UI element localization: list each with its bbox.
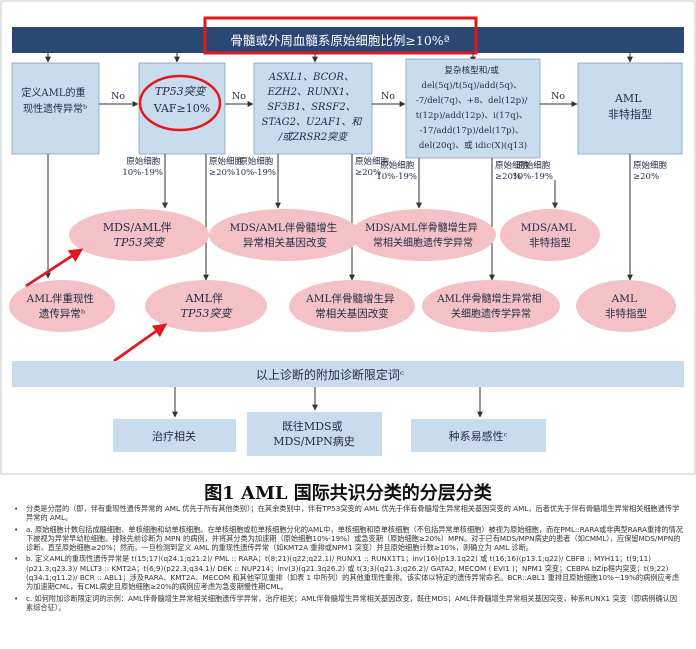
tp53-highlight xyxy=(138,74,222,132)
figure-title: 图1 AML 国际共识分类的分层分类 xyxy=(204,483,492,504)
no-label: No xyxy=(232,91,246,102)
box-aml-nos-text: AML 非特指型 xyxy=(608,92,652,121)
box-mr-genes-text: ASXL1、BCOR、 EZH2、RUNX1、 SF3B1、SRSF2、 STA… xyxy=(261,72,364,143)
top-banner-text: 骨髓或外周血髓系原始细胞比例≥10%ª xyxy=(230,33,449,48)
qualifier-therapy-related-text: 治疗相关 xyxy=(152,429,196,443)
qualifier-prior-mds xyxy=(247,412,382,456)
oval-aml-recurrent xyxy=(9,280,115,332)
oval-mds-aml-mr-cyto-text: MDS/AML伴骨髓增生异 常相关细胞遗传学异常 xyxy=(365,221,481,249)
oval-mds-aml-nos xyxy=(500,209,600,261)
branch-label: 原始细胞 10%-19% xyxy=(512,160,553,182)
box-recurrent-genetic-text: 定义AML的重 现性遗传异常ᵇ xyxy=(21,86,88,115)
classification-diagram: 骨髓或外周血髓系原始细胞比例≥10%ª 定义AML的重 现性遗传异常ᵇ TP53… xyxy=(0,0,696,475)
footnote: c. 如何附加诊断限定词的示例：AML伴骨髓增生异常相关细胞遗传学异常，治疗相关… xyxy=(12,594,684,613)
oval-aml-mr-genes xyxy=(289,280,415,332)
no-label: No xyxy=(111,91,125,102)
oval-mds-aml-mr-cyto xyxy=(350,209,496,261)
oval-aml-mr-cyto xyxy=(422,280,560,332)
qualifier-banner-text: 以上诊断的附加诊断限定词ᶜ xyxy=(256,367,404,382)
branch-label: 原始细胞 ≥20% xyxy=(633,160,670,182)
footnote: b. 定义AML的重现性遗传异常是 t(15;17)(q24.1;q21.2)/… xyxy=(12,554,684,591)
oval-aml-mr-genes-text: AML伴骨髓增生异 常相关基因改变 xyxy=(305,292,398,320)
box-tp53 xyxy=(138,62,226,155)
oval-mds-aml-mr-genes-text: MDS/AML伴骨髓增生 异常相关基因改变 xyxy=(229,221,340,249)
oval-aml-tp53-text: AML伴 TP53突变 xyxy=(181,292,234,320)
oval-aml-recurrent-text: AML伴重现性 遗传异常ᵇ xyxy=(26,292,98,320)
oval-mds-aml-mr-genes xyxy=(209,209,361,261)
top-banner-highlight xyxy=(203,16,478,55)
oval-aml-tp53 xyxy=(145,280,267,332)
footnote: 分类是分层的（即，伴有重现性遗传异常的 AML 优先于所有其他类别）；在其余类别… xyxy=(12,504,684,523)
oval-mds-aml-tp53 xyxy=(69,209,209,261)
no-label: No xyxy=(381,91,395,102)
no-label: No xyxy=(551,91,565,102)
box-cytogenetic-text: 复杂核型和/或 del(5q)/t(5q)/add(5q)、 -7/del(7q… xyxy=(416,64,531,151)
branch-label: 原始细胞 ≥20% xyxy=(209,156,246,178)
oval-mds-aml-nos-text: MDS/AML 非特指型 xyxy=(521,222,580,249)
oval-mds-aml-tp53-text: MDS/AML伴 TP53突变 xyxy=(103,221,175,249)
qualifier-prior-mds-text: 既往MDS或 MDS/MPN病史 xyxy=(273,419,355,448)
branch-label: 原始细胞 10%-19% xyxy=(376,160,417,182)
oval-aml-mr-cyto-text: AML伴骨髓增生异常相 关细胞遗传学异常 xyxy=(436,292,544,320)
box-aml-nos xyxy=(577,62,683,155)
top-banner xyxy=(12,27,684,53)
box-recurrent-genetic xyxy=(11,62,100,155)
box-mr-genes xyxy=(253,62,373,155)
qualifier-banner xyxy=(12,361,684,387)
oval-aml-nos-text: AML 非特指型 xyxy=(605,293,647,320)
oval-aml-nos xyxy=(576,280,676,332)
branch-label: 原始细胞 10%-19% xyxy=(122,156,163,178)
box-cytogenetic xyxy=(405,58,541,159)
branch-label: 原始细胞 ≥20% xyxy=(355,156,392,178)
qualifier-germline-text: 种系易感性ᶜ xyxy=(449,429,508,443)
qualifier-germline xyxy=(411,419,546,452)
box-tp53-text: TP53突变 VAF≥10% xyxy=(153,85,210,115)
branch-label: 原始细胞 10%-19% xyxy=(235,156,276,178)
annotation-arrow xyxy=(113,323,168,363)
qualifier-therapy-related xyxy=(113,419,236,452)
annotation-arrow xyxy=(25,248,84,288)
branch-label: 原始细胞 ≥20% xyxy=(495,160,532,182)
footnotes: 分类是分层的（即，伴有重现性遗传异常的 AML 优先于所有其他类别）；在其余类别… xyxy=(12,504,684,614)
footnote: a. 原始细胞计数包括成髓细胞、单核细胞和幼单核细胞。在单核细胞或粒单核细胞分化… xyxy=(12,525,684,553)
